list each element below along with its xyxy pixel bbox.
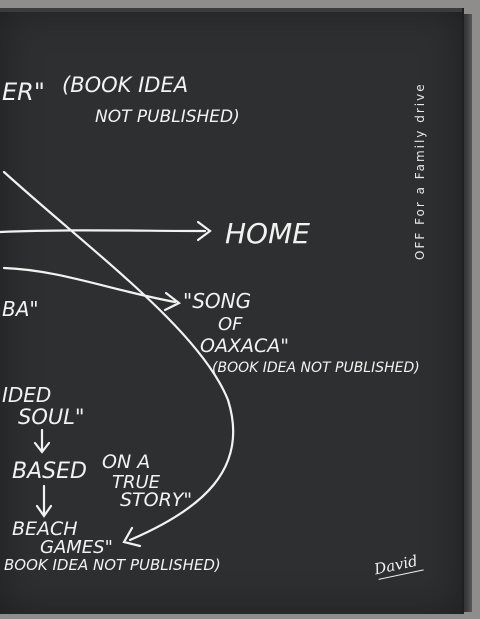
note-song-sub: (BOOK IDEA NOT PUBLISHED) bbox=[212, 360, 420, 376]
arrow-soul-based-head bbox=[33, 441, 51, 454]
note-song-line2: OF bbox=[218, 314, 243, 335]
curve-to-beach bbox=[2, 170, 235, 542]
note-beach-line1: BEACH bbox=[12, 518, 78, 540]
arrow-to-home bbox=[0, 229, 207, 234]
note-based-line4: STORY" bbox=[120, 489, 192, 511]
box-tagline: OFF For a Family drive bbox=[413, 82, 427, 260]
arrow-to-beach-head bbox=[122, 526, 142, 548]
note-beach-line2: GAMES" bbox=[40, 537, 113, 558]
note-song-line3: OAXACA" bbox=[200, 335, 289, 357]
note-based-line1: BASED bbox=[12, 459, 87, 484]
note-beach-sub: BOOK IDEA NOT PUBLISHED) bbox=[4, 556, 221, 574]
note-top-title: ER" bbox=[2, 78, 45, 106]
note-based-line2: ON A bbox=[102, 451, 150, 473]
arrow-to-song bbox=[2, 266, 177, 304]
note-top-line1: (BOOK IDEA bbox=[62, 73, 188, 97]
note-top-line2: NOT PUBLISHED) bbox=[95, 107, 240, 127]
arrow-based-beach-head bbox=[35, 504, 53, 518]
box-top-edge bbox=[0, 8, 462, 12]
black-book-box bbox=[0, 8, 464, 614]
note-divided-line2: SOUL" bbox=[18, 405, 85, 429]
arrow-to-song-head bbox=[163, 291, 182, 312]
note-song-line1: "SONG bbox=[183, 289, 251, 313]
arrow-to-home-head bbox=[196, 220, 212, 242]
note-left-ba: BA" bbox=[2, 297, 39, 321]
note-home: HOME bbox=[225, 217, 310, 250]
note-based-line3: TRUE bbox=[112, 472, 161, 493]
note-divided-line1: IDED bbox=[2, 383, 51, 407]
